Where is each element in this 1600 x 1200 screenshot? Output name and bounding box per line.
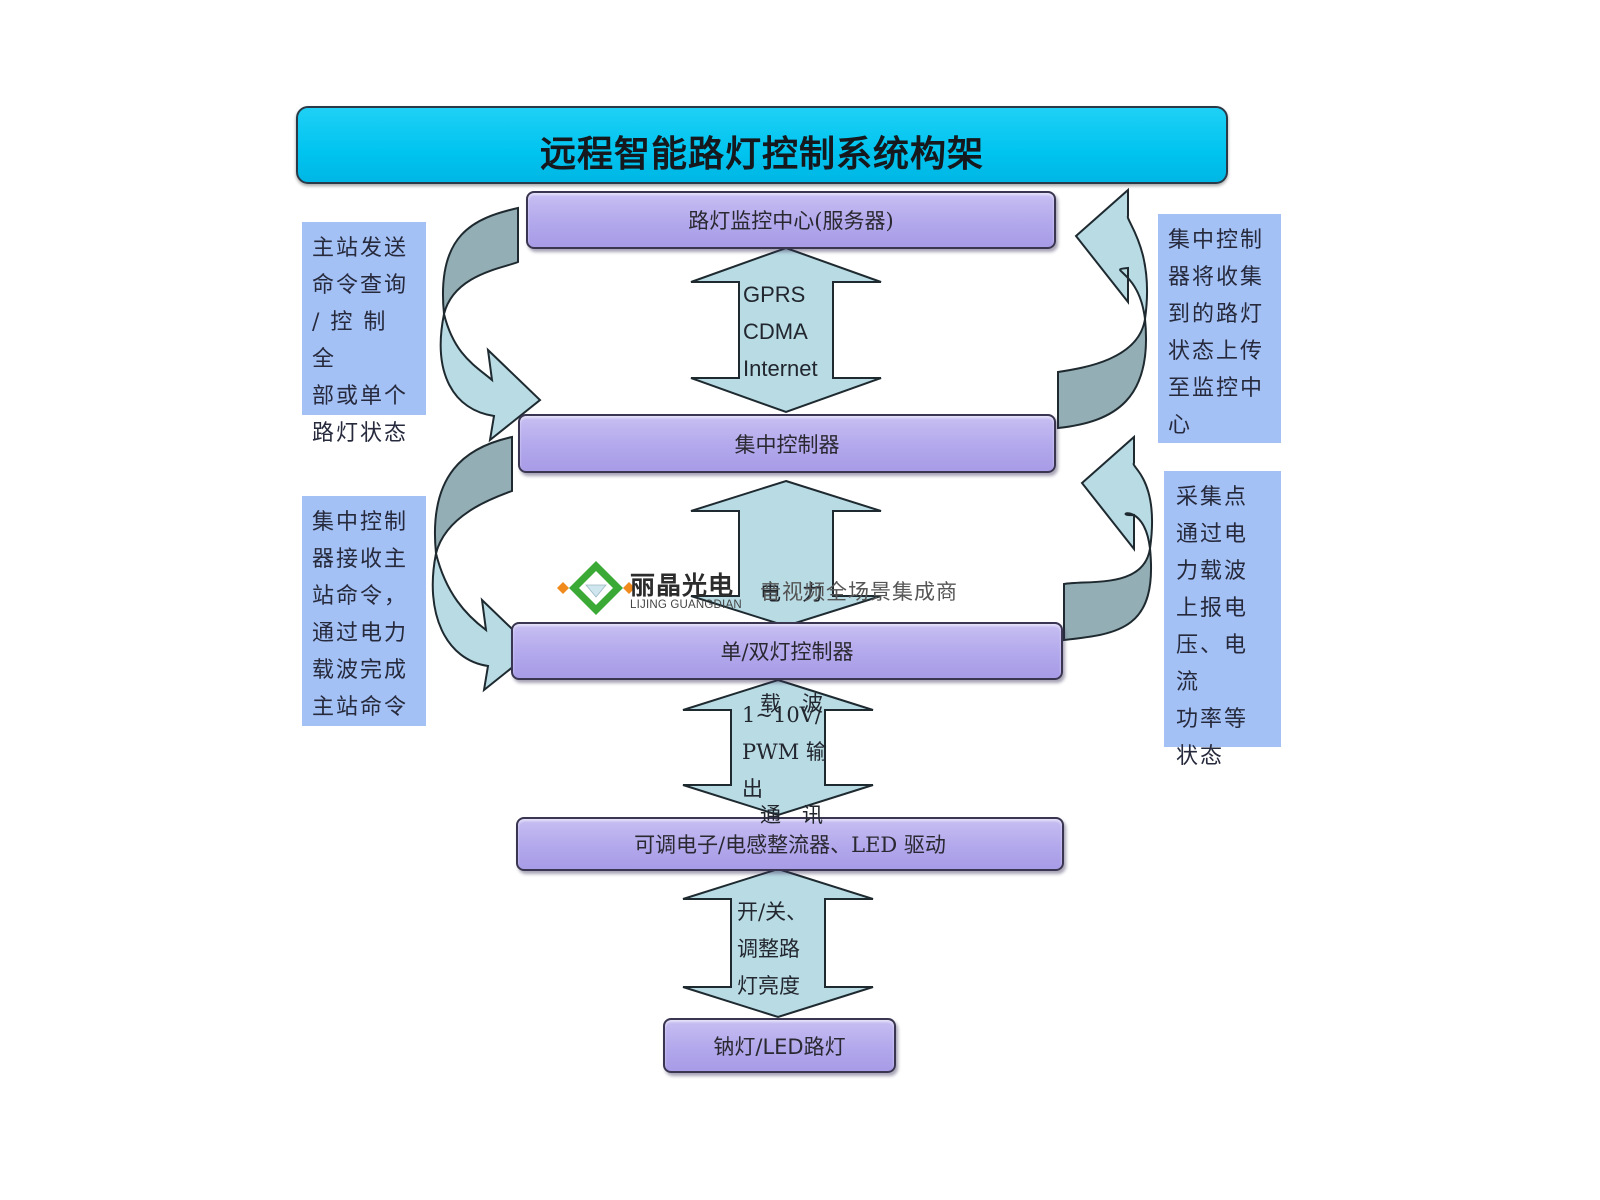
note-line: 功率等: [1176, 707, 1249, 732]
link-label-line: 调整路: [737, 937, 800, 961]
link-label-line: 1~10V/: [742, 703, 822, 727]
link-label-line: 灯亮度: [737, 974, 800, 998]
note-line: 通过电: [1176, 522, 1249, 547]
watermark-slogan: 音视频全场景集成商: [760, 580, 958, 604]
logo-orange-left: [557, 582, 569, 594]
curved-arrow-right-top-tail: [1057, 318, 1148, 430]
arrow-ballast-lamp: [682, 867, 874, 1019]
logo-gem-icon: [585, 584, 607, 598]
node-lamp-controller-label: 单/双灯控制器: [720, 640, 854, 664]
link-label-lamp-controller-ballast: 1~10V/ PWM 输 出: [742, 697, 827, 808]
note-right-top: 集中控制 器将收集 到的路灯 状态上传 至监控中 心: [1158, 214, 1281, 443]
node-server-label: 路灯监控中心(服务器): [688, 209, 894, 233]
title-bar: 远程智能路灯控制系统构架: [296, 106, 1228, 184]
curved-arrow-left-top-tail: [441, 206, 519, 315]
note-line: 器将收集: [1168, 265, 1265, 290]
note-line: 站命令，: [312, 584, 409, 609]
link-label-line: CDMA: [743, 319, 808, 344]
link-label-concentrator-lamp-controller: 电 力 载 波 通 讯: [760, 501, 823, 871]
link-label-line: PWM 输: [742, 740, 827, 764]
curved-arrow-left-bottom-head: [431, 553, 536, 693]
curved-arrow-right-top-head: [1074, 187, 1148, 320]
arrow-lamp-controller-ballast: [682, 678, 874, 817]
node-server: 路灯监控中心(服务器): [526, 191, 1056, 249]
note-line: 状态上传: [1168, 339, 1265, 364]
note-line: 力载波: [1176, 559, 1249, 584]
note-line: 通过电力: [312, 621, 409, 646]
link-label-line: Internet: [743, 356, 818, 381]
node-concentrator: 集中控制器: [518, 414, 1056, 473]
link-label-line: 载 波: [760, 692, 823, 716]
node-lamp-label: 钠灯/LED路灯: [713, 1034, 846, 1059]
link-label-line: 电 力: [760, 581, 823, 605]
curved-arrow-right-bottom-head: [1080, 434, 1153, 552]
note-line: 心: [1168, 413, 1193, 438]
note-right-bottom: 采集点 通过电 力载波 上报电 压、电流 功率等 状态: [1164, 471, 1281, 769]
note-left-bottom: 集中控制 器接收主 站命令， 通过电力 载波完成 主站命令: [302, 496, 426, 726]
link-label-ballast-lamp: 开/关、 调整路 灯亮度: [737, 894, 807, 1005]
watermark: 丽晶光电 LIJING GUANGDIAN: [630, 566, 742, 611]
note-left-top: 主站发送 命令查询 / 控 制 全 部或单个 路灯状态: [302, 222, 426, 446]
link-label-line: 出: [742, 777, 763, 801]
arrow-server-concentrator: [690, 246, 882, 414]
note-line: / 控 制 全: [312, 310, 388, 372]
curved-arrows: [431, 187, 1153, 693]
node-ballast: 可调电子/电感整流器、LED 驱动: [516, 817, 1064, 871]
note-line: 器接收主: [312, 547, 409, 572]
curved-arrow-left-top-head: [439, 313, 542, 443]
link-label-line: GPRS: [743, 282, 806, 307]
diagram-title: 远程智能路灯控制系统构架: [539, 134, 984, 175]
curved-arrow-right-bottom-tail: [1063, 548, 1153, 642]
logo-orange-right: [623, 582, 635, 594]
watermark-subname: LIJING GUANGDIAN: [630, 599, 742, 611]
note-line: 部或单个: [312, 384, 409, 409]
link-label-line: 开/关、: [737, 900, 808, 924]
note-line: 主站命令: [312, 695, 409, 720]
note-line: 上报电: [1176, 596, 1249, 621]
note-line: 集中控制: [1168, 228, 1265, 253]
note-line: 至监控中: [1168, 376, 1265, 401]
note-line: 载波完成: [312, 658, 409, 683]
curved-arrow-left-bottom-tail: [433, 435, 513, 554]
link-label-line: 通 讯: [760, 803, 823, 827]
link-label-server-concentrator: GPRS CDMA Internet: [743, 276, 818, 387]
note-line: 主站发送: [312, 236, 409, 261]
node-concentrator-label: 集中控制器: [734, 432, 840, 457]
note-line: 集中控制: [312, 510, 409, 535]
note-line: 压、电流: [1176, 633, 1249, 695]
note-line: 到的路灯: [1168, 302, 1265, 327]
note-line: 命令查询: [312, 273, 409, 298]
logo-mark-icon: [557, 561, 635, 615]
note-line: 状态: [1176, 744, 1225, 769]
note-line: 路灯状态: [312, 421, 409, 446]
watermark-name: 丽晶光电: [630, 571, 735, 600]
node-lamp-controller: 单/双灯控制器: [511, 622, 1063, 680]
note-line: 采集点: [1176, 485, 1249, 510]
node-lamp: 钠灯/LED路灯: [663, 1018, 896, 1073]
node-ballast-label: 可调电子/电感整流器、LED 驱动: [634, 833, 946, 857]
